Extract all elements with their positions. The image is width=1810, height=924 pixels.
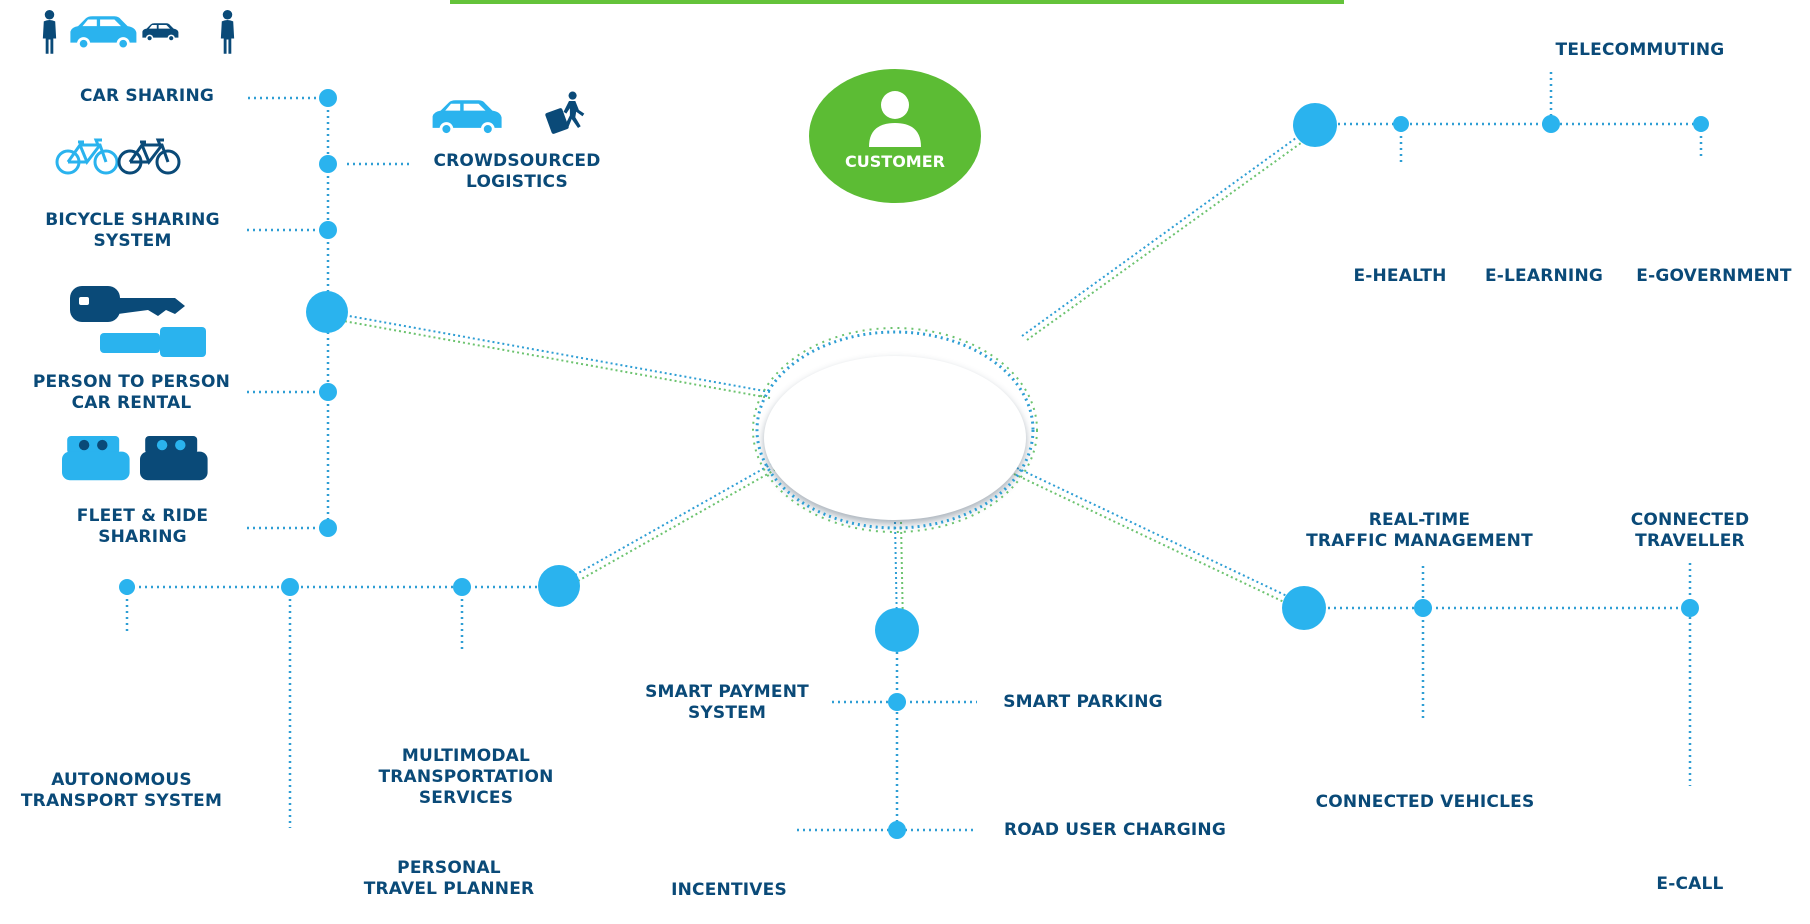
customer-node: CUSTOMER bbox=[809, 69, 981, 203]
label-telecommuting: TELECOMMUTING bbox=[1555, 40, 1725, 60]
junction-dots bbox=[119, 89, 1709, 839]
label-incentives: INCENTIVES bbox=[671, 880, 787, 900]
label-smart-parking: SMART PARKING bbox=[1003, 692, 1163, 712]
car-key-icon bbox=[70, 286, 206, 357]
central-hub bbox=[764, 356, 1026, 520]
label-road-user-charging: ROAD USER CHARGING bbox=[1004, 820, 1226, 840]
label-e-learning: E-LEARNING bbox=[1484, 266, 1604, 286]
person-icon bbox=[869, 91, 921, 147]
fleet-ride-sharing-icon bbox=[62, 436, 208, 481]
label-car-sharing: CAR SHARING bbox=[79, 86, 215, 106]
header-accent-bar bbox=[450, 0, 1344, 4]
bicycle-sharing-icon bbox=[55, 138, 181, 175]
hub-spokes bbox=[326, 124, 1315, 629]
car-sharing-icon bbox=[42, 10, 235, 54]
label-e-call: E-CALL bbox=[1656, 874, 1724, 894]
label-connected-vehicles: CONNECTED VEHICLES bbox=[1315, 792, 1535, 812]
crowdsourced-logistics-icon bbox=[432, 91, 585, 136]
label-e-government: E-GOVERNMENT bbox=[1636, 266, 1792, 286]
customer-label: CUSTOMER bbox=[845, 152, 945, 171]
label-e-health: E-HEALTH bbox=[1353, 266, 1447, 286]
